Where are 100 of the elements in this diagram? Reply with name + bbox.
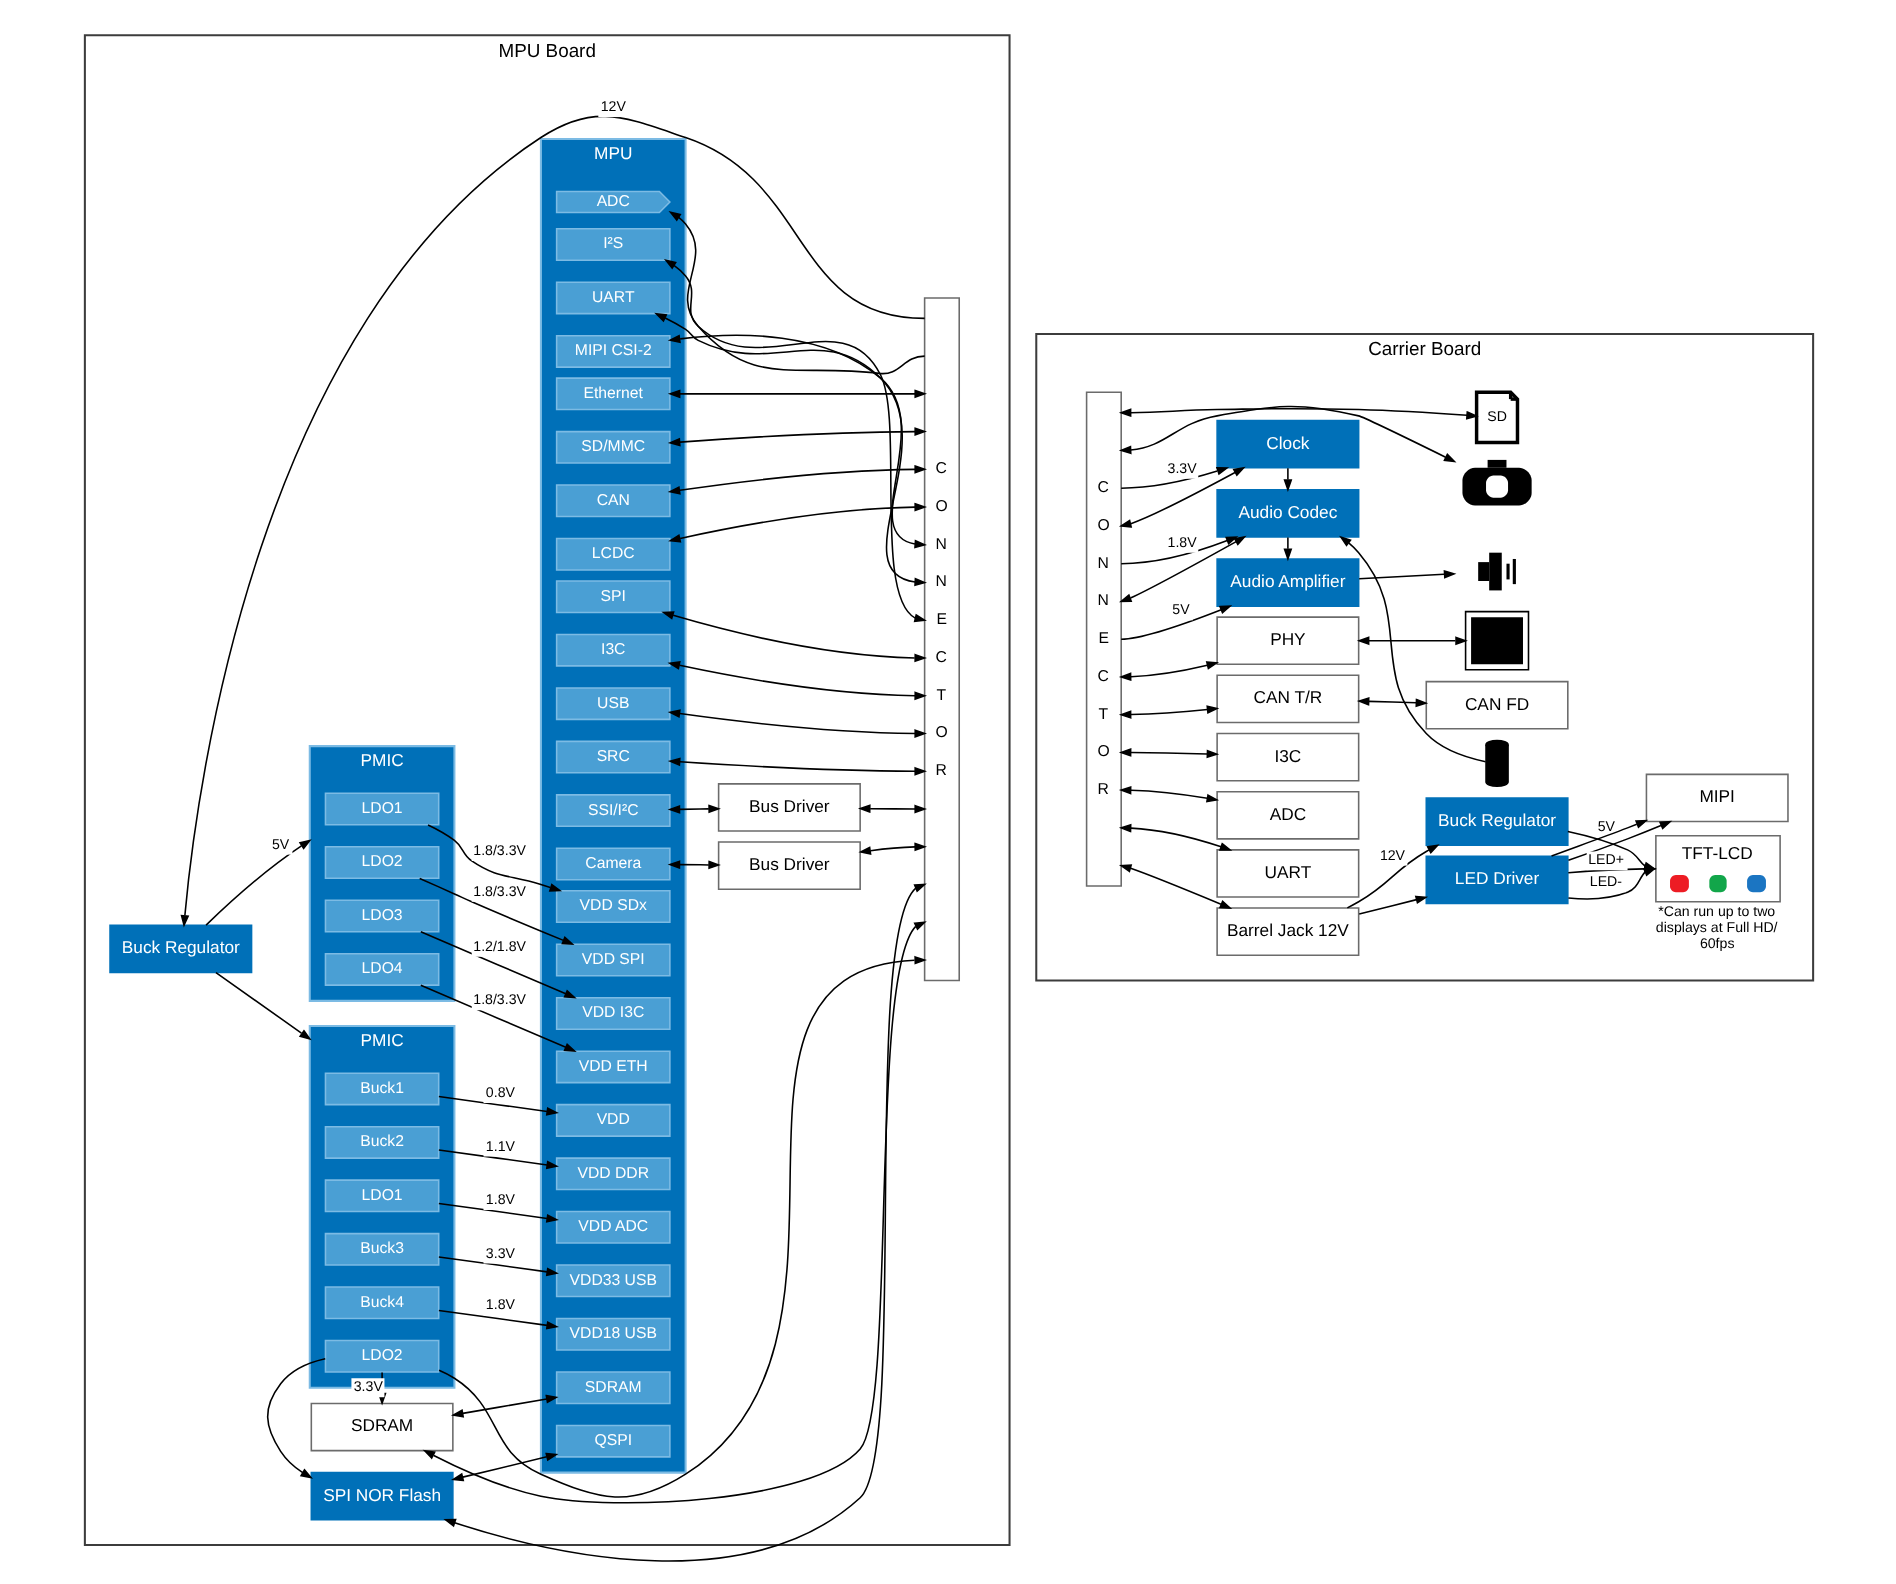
node-box: SPI — [554, 580, 670, 614]
arrow — [437, 1202, 558, 1223]
node-box: Audio Amplifier — [1215, 558, 1359, 607]
node-box: UART — [554, 281, 670, 315]
arrow — [666, 860, 720, 870]
arrow — [1117, 407, 1478, 420]
node-box: LDO3 — [323, 899, 439, 933]
node-box: CAN T/R — [1215, 674, 1359, 724]
arrow — [449, 1394, 558, 1418]
node-box: LDO4 — [323, 952, 439, 986]
arrow — [1117, 785, 1219, 803]
arrow — [1117, 748, 1219, 759]
arrow — [1119, 605, 1232, 640]
node-box: LDO2 — [323, 1339, 439, 1373]
node-box: Camera — [554, 847, 670, 881]
node-box: Buck3 — [323, 1232, 439, 1266]
arrow — [419, 931, 576, 999]
arrow — [653, 312, 926, 587]
arrow — [450, 1452, 558, 1482]
arrow — [204, 839, 311, 926]
node-box: VDD DDR — [554, 1157, 670, 1191]
node-box: Buck Regulator — [1424, 797, 1568, 846]
arrow — [417, 877, 574, 945]
arrow — [437, 1149, 558, 1170]
node-picture — [1463, 610, 1529, 671]
node-box: USB — [554, 687, 670, 721]
arrow — [667, 210, 925, 375]
arrow — [662, 259, 926, 623]
node-box: Clock — [1215, 419, 1359, 469]
arrow — [666, 661, 926, 701]
arrow — [666, 709, 926, 738]
node-box: ADC — [1215, 790, 1359, 840]
node-box: LCDC — [554, 537, 670, 571]
node-box: SSI/I²C — [554, 794, 670, 828]
node-box: VDD — [554, 1103, 670, 1137]
arrow — [1119, 536, 1238, 565]
node-box: Bus Driver — [716, 783, 860, 832]
arrow — [1117, 823, 1232, 851]
node-box: LED Driver — [1424, 855, 1568, 905]
arrow — [437, 1095, 558, 1116]
node-box: MIPI — [1644, 773, 1788, 823]
node-box: I²S — [554, 227, 670, 261]
node-box: PHY — [1215, 616, 1359, 666]
arrow — [426, 824, 562, 892]
node-box: I3C — [1215, 732, 1359, 782]
node-box: MIPI CSI-2 — [554, 334, 670, 368]
arrow — [1119, 466, 1229, 489]
arrow — [1282, 536, 1292, 562]
arrow — [666, 804, 720, 814]
node-box: UART — [1215, 849, 1359, 898]
node-box: SRC — [554, 740, 670, 774]
node-box: LDO1 — [323, 792, 439, 826]
arrow — [265, 1358, 325, 1479]
arrow — [1117, 661, 1219, 682]
arrow — [856, 804, 926, 814]
node-box: QSPI — [554, 1424, 670, 1458]
arrow — [1117, 405, 1456, 463]
node-box: SDRAM — [309, 1402, 453, 1452]
arrow — [666, 757, 926, 776]
arrow — [667, 502, 926, 543]
arrow — [437, 1309, 558, 1330]
node-box: VDD ADC — [554, 1210, 670, 1244]
arrow — [666, 464, 926, 495]
arrow — [1355, 696, 1428, 708]
arrow — [1357, 895, 1428, 915]
arrow — [857, 842, 926, 855]
arrow — [660, 611, 926, 663]
node-box: SDRAM — [554, 1371, 670, 1405]
arrow — [1357, 569, 1456, 580]
node-box: SD/MMC — [554, 430, 670, 464]
arrow — [1117, 705, 1219, 719]
arrow — [179, 115, 925, 928]
arrow — [1566, 867, 1656, 900]
node-box: Buck4 — [323, 1286, 439, 1320]
node-box: VDD33 USB — [554, 1264, 670, 1298]
arrow — [437, 1256, 558, 1277]
arrow — [419, 984, 576, 1052]
node-box: Buck1 — [323, 1072, 439, 1106]
node-box: LDO2 — [323, 845, 439, 879]
arrow — [1117, 864, 1232, 909]
arrow — [1338, 535, 1486, 763]
arrow — [666, 334, 926, 549]
node-box: Buck2 — [323, 1125, 439, 1159]
node-box: VDD SDx — [554, 890, 670, 923]
node-box: Buck Regulator — [108, 924, 252, 974]
node-box: VDD SPI — [554, 943, 670, 977]
node-box: Barrel Jack 12V — [1215, 907, 1359, 957]
node-box: Ethernet — [554, 377, 670, 411]
node-box: SPI NOR Flash — [309, 1471, 453, 1521]
node-box: I3C — [554, 633, 670, 667]
node-box: VDD18 USB — [554, 1317, 670, 1351]
arrow — [666, 389, 926, 399]
arrow — [214, 971, 311, 1041]
arrow — [1355, 636, 1467, 646]
node-box: VDD I3C — [554, 996, 670, 1030]
arrow — [1117, 466, 1245, 528]
arrow — [666, 427, 926, 447]
node-box: CAN FD — [1424, 680, 1568, 730]
node-box: Bus Driver — [716, 841, 860, 890]
node-box: CAN — [554, 484, 670, 518]
